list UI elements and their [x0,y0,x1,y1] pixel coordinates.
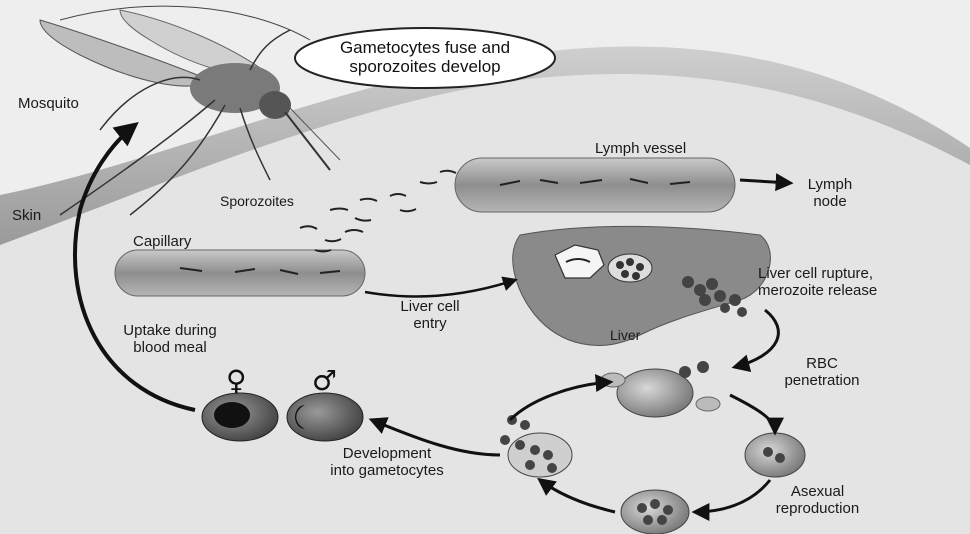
female-gametocyte [202,393,278,441]
skin-label: Skin [12,207,41,224]
development-line-2: into gametocytes [292,462,482,479]
asexual-cell-bottom [621,490,689,534]
lymph-vessel-illustration [455,158,735,212]
bubble-text: Gametocytes fuse and sporozoites develop [300,38,550,76]
asexual-reproduction-label: Asexual reproduction [760,483,875,517]
lymph-node-line-2: node [800,193,860,210]
development-line-1: Development [292,445,482,462]
sporozoites-label: Sporozoites [220,193,294,210]
liver-rupture-line-2: merozoite release [758,282,877,299]
development-gametocytes-label: Development into gametocytes [292,445,482,479]
uptake-line-1: Uptake during [100,322,240,339]
uptake-line-2: blood meal [100,339,240,356]
uptake-blood-meal-label: Uptake during blood meal [100,322,240,356]
liver-rupture-label: Liver cell rupture, merozoite release [758,265,877,299]
liver-cell-entry-line-1: Liver cell [385,298,475,315]
mosquito-label: Mosquito [18,95,79,112]
male-symbol-icon: ♂ [312,367,337,395]
asexual-cell-right [745,433,805,477]
liver-label: Liver [610,327,640,344]
liver-cell-entry-line-2: entry [385,315,475,332]
male-gametocyte [287,393,363,441]
bubble-line-1: Gametocytes fuse and [300,38,550,57]
rbc-penetration-line-1: RBC [772,355,872,372]
capillary-illustration [115,250,365,296]
rbc-penetration-line-2: penetration [772,372,872,389]
liver-rupture-line-1: Liver cell rupture, [758,265,877,282]
schizont-cluster [608,254,652,282]
lymph-vessel-label: Lymph vessel [595,140,686,157]
asexual-reproduction-line-2: reproduction [760,500,875,517]
lymph-node-label: Lymph node [800,176,860,210]
rbc-penetration-label: RBC penetration [772,355,872,389]
lymph-node-line-1: Lymph [800,176,860,193]
asexual-reproduction-line-1: Asexual [760,483,875,500]
liver-cell-entry-label: Liver cell entry [385,298,475,332]
female-symbol-icon: ♀ [226,367,247,395]
capillary-label: Capillary [133,233,191,250]
bubble-line-2: sporozoites develop [300,57,550,76]
